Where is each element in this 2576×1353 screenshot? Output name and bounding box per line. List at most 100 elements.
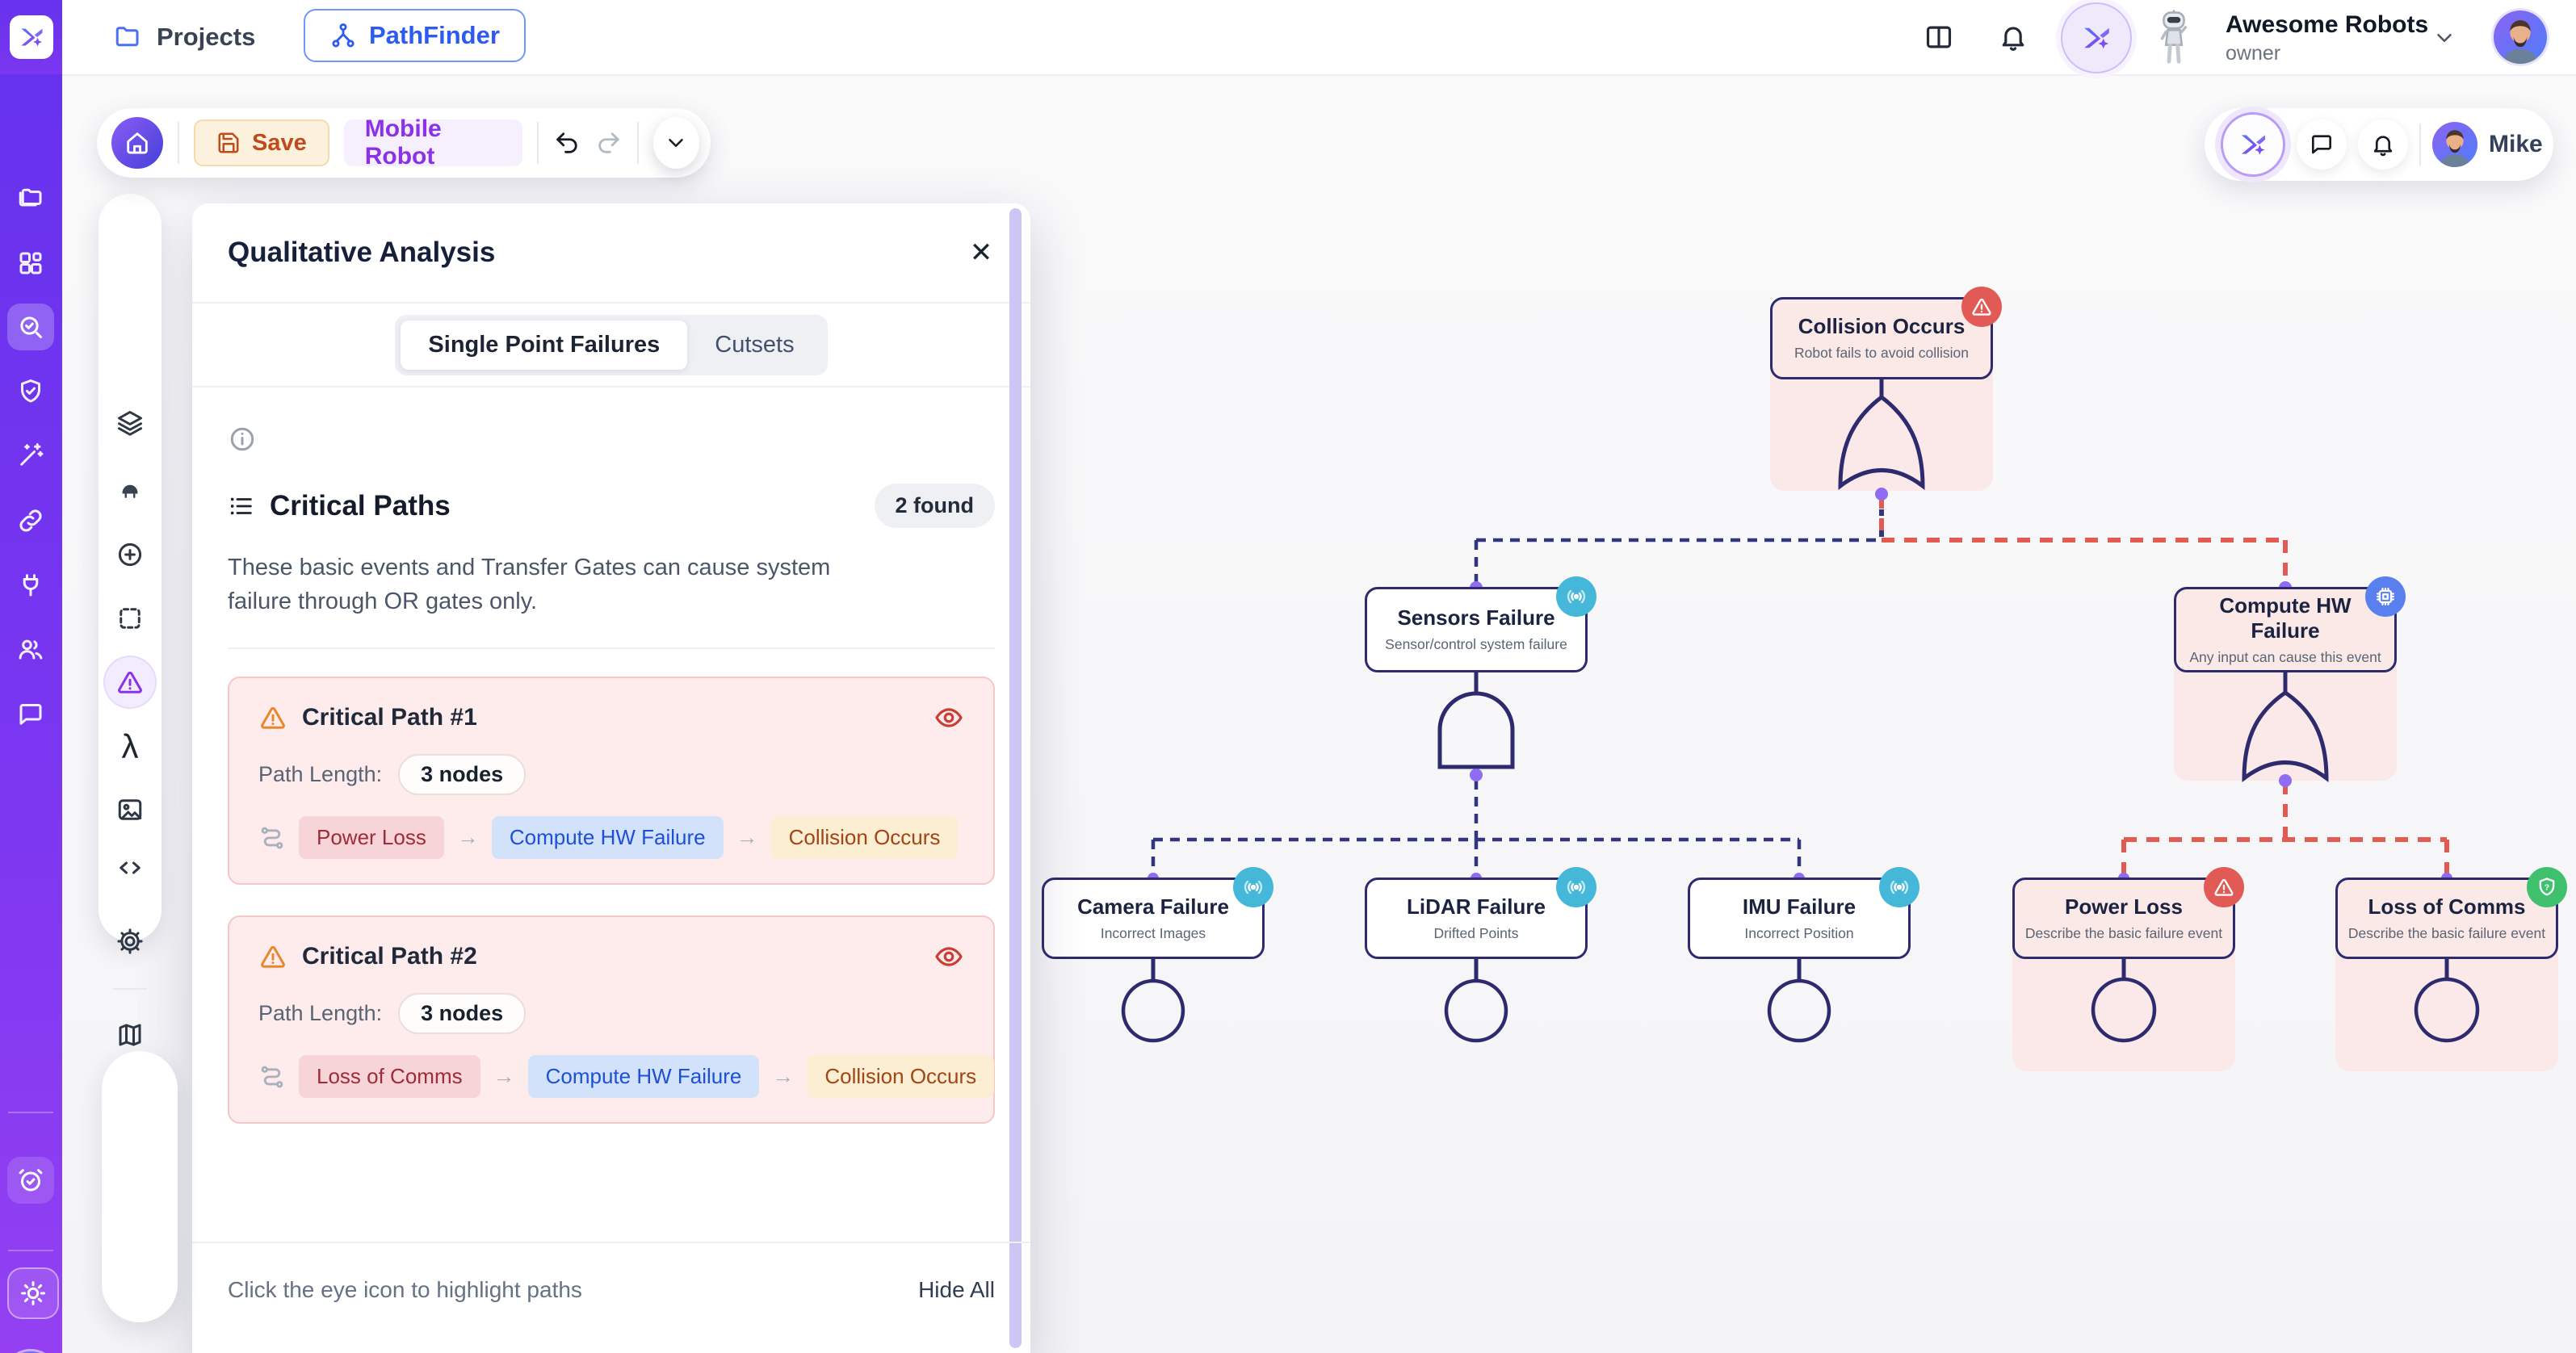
node-lidar-failure[interactable]: LiDAR Failure Drifted Points (1365, 867, 1596, 959)
project-name-chip[interactable]: Mobile Robot (343, 115, 523, 170)
tab-single-point-failures[interactable]: Single Point Failures (401, 320, 688, 370)
sun-icon (19, 1279, 48, 1308)
path-length-row: Path Length: 3 nodes (258, 754, 964, 796)
highlight-path-eye-button[interactable] (933, 702, 964, 733)
shield-badge-icon[interactable]: ? (2527, 867, 2567, 907)
panel-tabs: Single Point Failures Cutsets (192, 304, 1030, 387)
ai-assistant-button[interactable] (2061, 2, 2132, 73)
notifications-button[interactable] (2358, 119, 2408, 170)
select-area-tool[interactable] (115, 604, 145, 633)
critical-path-card-1[interactable]: Critical Path #1 Path Length: 3 nodes Po… (228, 676, 995, 886)
lambda-tool[interactable]: λ (121, 727, 139, 765)
path-title: Critical Path #2 (302, 943, 477, 970)
highlight-path-eye-button[interactable] (933, 941, 964, 972)
node-title: Sensors Failure (1397, 605, 1555, 630)
app-logo-tile (9, 15, 53, 59)
sidebar-item-projects[interactable] (16, 183, 45, 212)
sensor-badge-icon[interactable] (1233, 867, 1273, 907)
user-avatar[interactable] (2494, 10, 2547, 64)
path-title: Critical Path #1 (302, 704, 477, 731)
node-loss-of-comms[interactable]: ? Loss of Comms Describe the basic failu… (2335, 867, 2567, 959)
avatar-image (5, 1351, 57, 1353)
and-gate-tool[interactable] (115, 474, 145, 503)
node-title: LiDAR Failure (1407, 894, 1546, 919)
app-logo[interactable] (0, 0, 62, 74)
undo-button[interactable] (553, 128, 581, 158)
panel-footer: Click the eye icon to highlight paths Hi… (192, 1242, 1030, 1303)
workspace-switcher[interactable]: Awesome Robots owner (2226, 11, 2428, 65)
sensor-badge-icon[interactable] (1556, 867, 1596, 907)
sidebar-item-apps[interactable] (16, 249, 45, 278)
node-sensors-failure[interactable]: Sensors Failure Sensor/control system fa… (1365, 576, 1596, 672)
tab-cutsets[interactable]: Cutsets (715, 331, 795, 358)
add-node-tool[interactable] (115, 540, 145, 569)
info-icon[interactable] (228, 425, 257, 454)
node-power-loss[interactable]: Power Loss Describe the basic failure ev… (2012, 867, 2244, 959)
node-camera-failure[interactable]: Camera Failure Incorrect Images (1042, 867, 1273, 959)
toolbar-expand-button[interactable] (652, 117, 699, 169)
chat-icon (2309, 132, 2335, 157)
redo-button[interactable] (595, 128, 623, 158)
sidebar-item-links[interactable] (16, 506, 45, 535)
step-chip[interactable]: Collision Occurs (770, 816, 959, 860)
settings-tool[interactable] (115, 927, 145, 956)
sidebar-item-magic-tools[interactable] (16, 441, 45, 470)
theme-brightness-button[interactable] (7, 1267, 59, 1319)
warning-icon (258, 703, 287, 732)
home-button[interactable] (111, 117, 163, 169)
avatar-image (2494, 10, 2547, 64)
risk-badge-icon[interactable] (2204, 867, 2244, 907)
bell-icon (2370, 132, 2396, 157)
sensor-badge-icon[interactable] (1879, 867, 1919, 907)
warning-event-tool-active[interactable] (105, 657, 155, 707)
layers-tool[interactable] (115, 408, 145, 438)
node-imu-failure[interactable]: IMU Failure Incorrect Position (1688, 867, 1919, 959)
list-icon (228, 492, 255, 520)
sidebar-item-safety[interactable] (16, 377, 45, 406)
step-chip[interactable]: Power Loss (299, 816, 444, 860)
sidebar-item-chat[interactable] (16, 700, 45, 729)
sensor-icon (1565, 585, 1588, 608)
step-chip[interactable]: Compute HW Failure (527, 1055, 760, 1099)
sidebar-item-reminders[interactable] (7, 1157, 54, 1204)
critical-path-card-2[interactable]: Critical Path #2 Path Length: 3 nodes Lo… (228, 915, 995, 1125)
tab-pathfinder[interactable]: PathFinder (304, 9, 526, 62)
map-tool[interactable] (115, 1020, 145, 1049)
avatar-image (2432, 122, 2477, 167)
search-check-icon (16, 312, 45, 341)
top-bar: Projects PathFinder Awesome Robots owner (0, 0, 2576, 76)
sensor-badge-icon[interactable] (1556, 576, 1596, 617)
chevron-down-icon[interactable] (2432, 26, 2456, 50)
arrow-right-icon: → (493, 1064, 515, 1089)
sidebar-item-analysis-active[interactable] (7, 304, 54, 350)
route-icon (258, 824, 286, 852)
brand-logo-icon (17, 23, 46, 52)
ai-assistant-button[interactable] (2221, 112, 2285, 177)
step-chip[interactable]: Compute HW Failure (491, 816, 724, 860)
notifications-icon[interactable] (1998, 22, 2028, 52)
hide-all-button[interactable]: Hide All (918, 1277, 995, 1302)
image-tool[interactable] (115, 795, 145, 824)
collaborator-avatar[interactable] (2432, 122, 2477, 167)
step-chip[interactable]: Loss of Comms (299, 1055, 480, 1099)
pathfinder-label: PathFinder (369, 21, 500, 49)
panel-layout-icon[interactable] (1924, 22, 1954, 52)
risk-badge-icon[interactable] (1961, 287, 2002, 327)
panel-scrollbar[interactable] (1009, 208, 1022, 1348)
sidebar-item-integrations[interactable] (16, 571, 45, 600)
sidebar-item-team[interactable] (16, 635, 45, 664)
save-button[interactable]: Save (194, 119, 329, 166)
sidebar-user-avatar[interactable] (5, 1351, 57, 1353)
nav-projects[interactable]: Projects (113, 0, 255, 74)
node-compute-hw-failure[interactable]: Compute HW Failure Any input can cause t… (2174, 576, 2406, 672)
path-length-label: Path Length: (258, 1001, 383, 1026)
alarm-check-icon (16, 1166, 45, 1195)
cpu-badge-icon[interactable] (2365, 576, 2406, 617)
node-collision-occurs[interactable]: Collision Occurs Robot fails to avoid co… (1770, 287, 2002, 379)
path-length-value: 3 nodes (398, 993, 527, 1035)
comments-button[interactable] (2297, 119, 2347, 170)
code-tool[interactable] (115, 853, 145, 882)
step-chip[interactable]: Collision Occurs (807, 1055, 995, 1099)
close-icon[interactable]: ✕ (969, 237, 993, 268)
warning-icon (115, 668, 145, 697)
